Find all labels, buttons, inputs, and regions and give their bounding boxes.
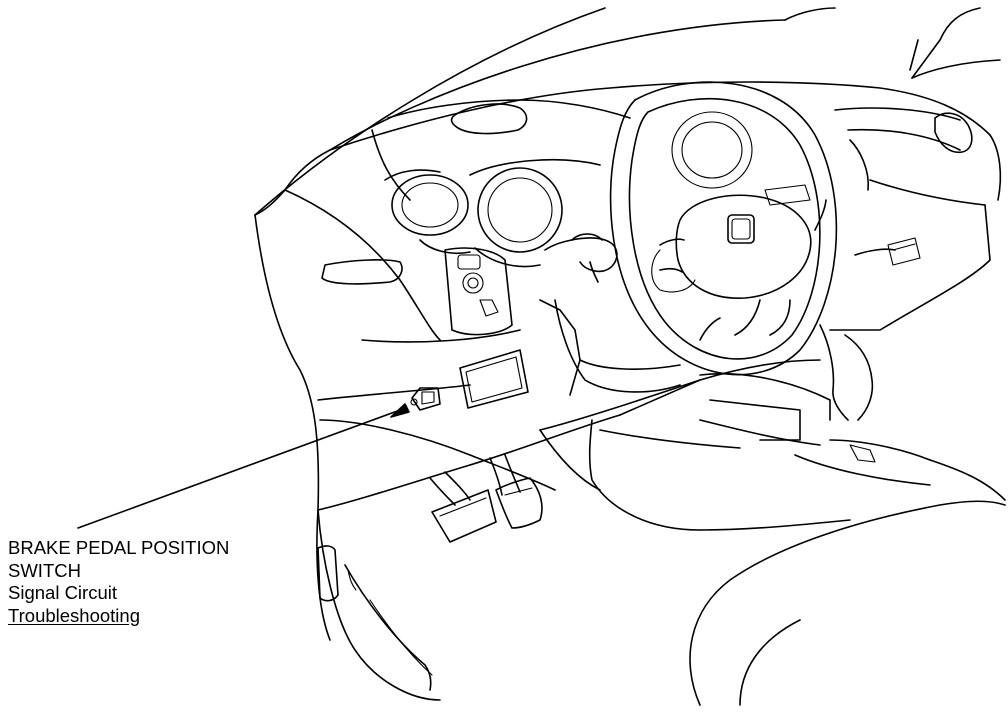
circuit-label: Signal Circuit	[8, 582, 117, 603]
door-panel	[316, 509, 433, 691]
right-dash	[829, 107, 991, 331]
steering-wheel	[609, 81, 838, 376]
pedals	[429, 454, 543, 543]
troubleshooting-link[interactable]: Troubleshooting	[8, 604, 140, 626]
component-name-line2: SWITCH	[8, 559, 81, 581]
center-vent	[371, 99, 631, 201]
left-switch-panel	[444, 247, 513, 336]
side-vent	[321, 259, 403, 285]
component-callout: BRAKE PEDAL POSITION SWITCH Signal Circu…	[8, 537, 229, 627]
driver-seat	[689, 500, 1006, 706]
dashboard-body	[254, 81, 1002, 701]
windshield-lines	[254, 7, 1001, 216]
gauge-cluster	[384, 159, 601, 268]
lower-dash-panel	[459, 349, 529, 409]
lower-console	[699, 324, 1006, 501]
steering-column	[539, 233, 681, 396]
component-name-line1: BRAKE PEDAL POSITION	[8, 537, 230, 558]
leader-line	[77, 409, 401, 529]
footwell	[539, 419, 851, 531]
